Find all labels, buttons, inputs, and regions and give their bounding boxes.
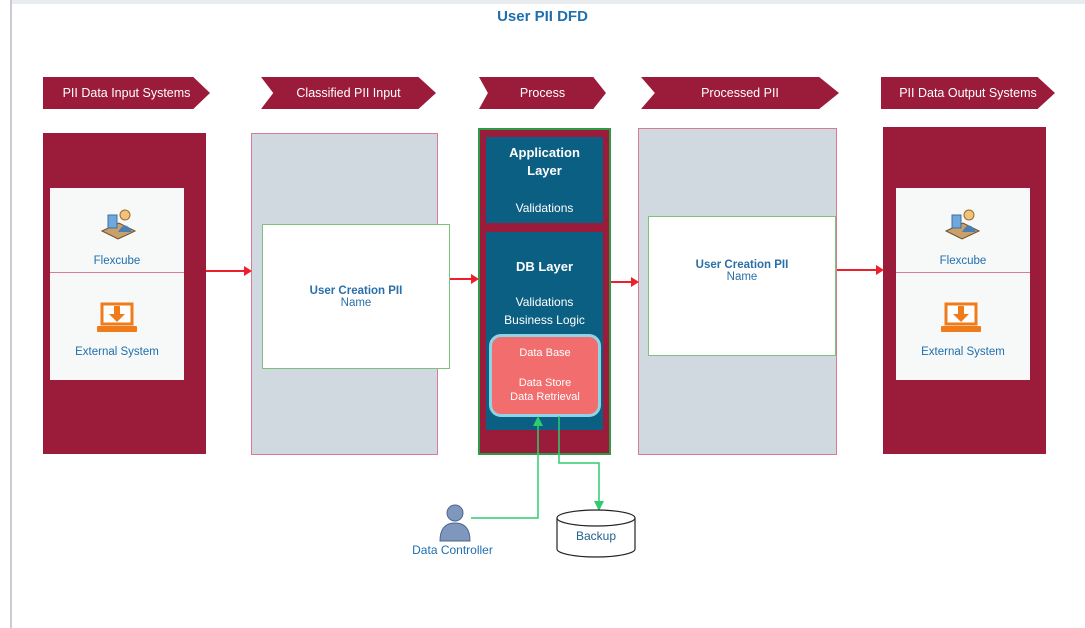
processed-pii-box: User Creation PII Name bbox=[648, 216, 836, 356]
processed-pii-title: User Creation PII bbox=[695, 259, 789, 271]
page-top-border bbox=[10, 0, 1085, 4]
backup-database-cylinder-icon bbox=[556, 509, 636, 558]
stage-header-classified-input: Classified PII Input bbox=[261, 77, 436, 109]
database-title: Data Base bbox=[519, 347, 571, 359]
classified-input-box: User Creation PII Name bbox=[262, 224, 450, 369]
data-controller-person-icon bbox=[439, 504, 471, 542]
database-data-retrieval: Data Retrieval bbox=[510, 391, 580, 403]
output-systems-panel bbox=[896, 188, 1030, 380]
application-layer-title-line2: Layer bbox=[527, 163, 562, 178]
backup-label: Backup bbox=[575, 529, 617, 543]
stage-header-input-systems: PII Data Input Systems bbox=[43, 77, 210, 109]
classified-input-title: User Creation PII bbox=[309, 284, 403, 297]
application-layer-validations: Validations bbox=[515, 201, 574, 215]
database-data-store: Data Store bbox=[518, 377, 572, 389]
data-controller-label: Data Controller bbox=[412, 543, 493, 557]
diagram-title: User PII DFD bbox=[497, 8, 588, 25]
application-layer-title-line1: Application bbox=[509, 145, 580, 160]
stage-header-output-systems: PII Data Output Systems bbox=[881, 77, 1055, 109]
db-layer-business-logic: Business Logic bbox=[504, 313, 585, 327]
input-external-system-label: External System bbox=[75, 346, 159, 358]
input-flexcube-label: Flexcube bbox=[93, 255, 141, 267]
db-layer-title: DB Layer bbox=[515, 259, 574, 274]
classified-input-field: Name bbox=[340, 296, 372, 309]
db-layer-validations: Validations bbox=[515, 295, 574, 309]
application-layer-box: Application Layer Validations bbox=[486, 137, 603, 223]
stage-header-processed-pii: Processed PII bbox=[641, 77, 839, 109]
output-systems-separator bbox=[896, 272, 1030, 273]
output-flexcube-label: Flexcube bbox=[939, 255, 987, 267]
output-external-system-laptop-download-icon bbox=[941, 302, 981, 332]
database-box: Data Base Data Store Data Retrieval bbox=[489, 334, 601, 417]
output-flexcube-user-workstation-icon bbox=[944, 209, 981, 240]
input-systems-separator bbox=[50, 272, 184, 273]
flow-arrow-input-to-classified bbox=[206, 266, 252, 276]
flow-arrow-processed-to-output bbox=[837, 265, 884, 275]
flow-arrow-classified-to-process bbox=[450, 274, 479, 284]
stage-header-process: Process bbox=[479, 77, 606, 109]
output-external-system-label: External System bbox=[921, 346, 1005, 358]
flow-arrow-process-to-processed bbox=[611, 277, 639, 287]
input-flexcube-user-workstation-icon bbox=[100, 209, 137, 240]
processed-pii-field: Name bbox=[726, 271, 758, 283]
input-external-system-laptop-download-icon bbox=[97, 302, 137, 332]
page-left-border bbox=[10, 0, 12, 628]
